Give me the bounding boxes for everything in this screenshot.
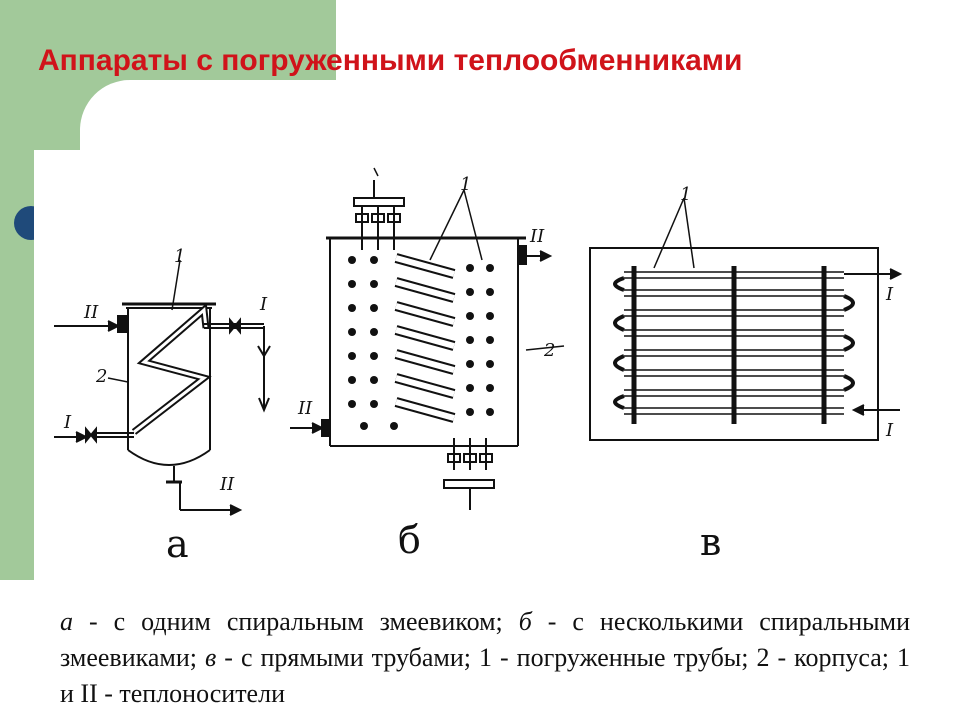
caption-b-mark: б <box>518 607 532 636</box>
panel-c-labels: 1 I I <box>680 184 894 441</box>
panel-c-callout-1: 1 <box>680 184 691 205</box>
panel-b-callout-2: 2 <box>543 340 555 361</box>
panel-a-flow-i-out: I <box>259 294 268 315</box>
panel-a-apparatus <box>54 259 271 516</box>
panel-a-flow-ii-in: II <box>83 302 99 323</box>
panel-c-flow-i-in: I <box>885 420 894 441</box>
heat-exchanger-diagram: 1 2 II I I II <box>54 167 903 516</box>
panel-a-flow-ii-out: II <box>219 474 235 495</box>
panel-a-callout-1: 1 <box>174 246 185 267</box>
figure-caption: а - с одним спиральным змеевиком; б - с … <box>60 604 910 712</box>
figure-area: 1 2 II I I II <box>34 150 914 580</box>
panel-a-letter: а <box>166 522 189 566</box>
panel-a-labels: 1 2 II I I II <box>63 246 268 495</box>
panel-b-flow-ii-out: II <box>529 226 545 247</box>
panel-b-tube-ends <box>348 256 494 430</box>
caption-b-text: - с несколькими спиральными змеевиками; <box>60 607 910 672</box>
panel-c-apparatus <box>589 197 903 441</box>
caption-a-text: - с одним спиральным змеевиком; <box>73 607 519 636</box>
caption-v-text: - с прямыми трубами; 1 - погруженные тру… <box>60 643 910 708</box>
caption-v-mark: в <box>205 643 217 672</box>
panel-c-flow-i-out: I <box>885 284 894 305</box>
panel-b-coils <box>394 253 456 423</box>
panel-b-flow-ii-in: II <box>297 398 313 419</box>
panel-a-flow-i-in: I <box>63 412 72 433</box>
panel-b-labels: 1 2 II II <box>297 174 555 419</box>
panel-a-callout-2: 2 <box>95 366 107 387</box>
slide-title: Аппараты с погруженными теплообменниками <box>38 44 743 77</box>
panel-b-callout-1: 1 <box>460 174 471 195</box>
caption-a-mark: а <box>60 607 73 636</box>
panel-b-letter: б <box>398 518 421 562</box>
panel-c-letter: в <box>700 520 722 564</box>
panel-b-apparatus <box>290 167 565 510</box>
